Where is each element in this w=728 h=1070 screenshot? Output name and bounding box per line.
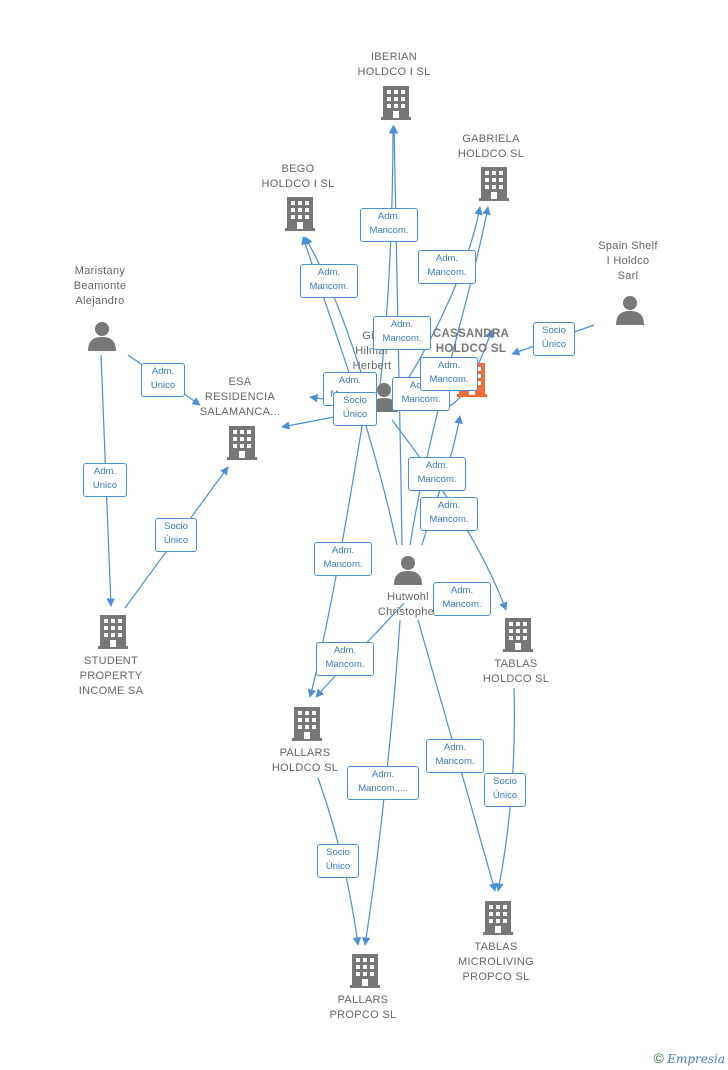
edge-label: Adm. Mancom. <box>433 582 491 616</box>
node-label: PALLARS HOLDCO SL <box>271 747 339 774</box>
edge-line <box>394 206 483 401</box>
edge-label: Socio Único <box>155 518 197 552</box>
node-hutwohl[interactable]: Hutwohl Christopher <box>338 590 478 620</box>
person-icon-maristany[interactable] <box>88 322 116 351</box>
edge-label: Adm. Mancom. <box>408 457 466 491</box>
edge-label: Adm. Mancom. <box>420 357 478 391</box>
node-bego[interactable]: BEGO HOLDCO I SL <box>228 162 368 192</box>
node-label: CASSANDRA HOLDCO SL <box>432 328 510 355</box>
node-student[interactable]: STUDENT PROPERTY INCOME SA <box>41 654 181 699</box>
building-icon-tablas-holdco[interactable] <box>503 618 533 652</box>
edge-label: Adm. Mancom. <box>420 497 478 531</box>
edge-label: Socio Único <box>484 773 526 807</box>
copyright-icon: © <box>653 1050 664 1066</box>
node-label: IBERIAN HOLDCO I SL <box>357 51 431 78</box>
node-label: TABLAS HOLDCO SL <box>482 658 550 685</box>
edge-label: Socio Único <box>533 322 575 356</box>
edge-label: Adm. Mancom.,... <box>347 766 419 800</box>
node-label: ESA RESIDENCIA SALAMANCA... <box>199 376 281 418</box>
node-label: Hutwohl Christopher <box>377 591 439 618</box>
brand-name: Empresia <box>667 1052 725 1066</box>
building-icon-student[interactable] <box>98 615 128 649</box>
edge-label: Adm. Unico <box>141 363 185 397</box>
building-icon-pallars-propco[interactable] <box>350 954 380 988</box>
node-label: GABRIELA HOLDCO SL <box>457 133 525 160</box>
edge-label: Socio Único <box>317 844 359 878</box>
node-label: STUDENT PROPERTY INCOME SA <box>78 655 144 697</box>
edge-label: Adm. Unico <box>83 463 127 497</box>
building-icon-pallars-holdco[interactable] <box>292 707 322 741</box>
node-esa[interactable]: ESA RESIDENCIA SALAMANCA... <box>170 375 310 420</box>
node-label: Maristany Beamonte Alejandro <box>73 265 127 307</box>
edge-label: Adm. Mancom. <box>426 739 484 773</box>
node-gabriela[interactable]: GABRIELA HOLDCO SL <box>421 132 561 162</box>
building-icon-gabriela[interactable] <box>479 167 509 201</box>
building-icon-bego[interactable] <box>285 197 315 231</box>
node-cassandra[interactable]: CASSANDRA HOLDCO SL <box>401 327 541 357</box>
edge-label: Adm. Mancom. <box>316 642 374 676</box>
person-icon-spain-shelf[interactable] <box>616 296 644 325</box>
node-pallars-propco[interactable]: PALLARS PROPCO SL <box>293 993 433 1023</box>
node-tablas-holdco[interactable]: TABLAS HOLDCO SL <box>446 657 586 687</box>
edge-line <box>379 125 398 386</box>
edge-label: Adm. Mancom. <box>314 542 372 576</box>
node-iberian[interactable]: IBERIAN HOLDCO I SL <box>324 50 464 80</box>
node-spain-shelf[interactable]: Spain Shelf I Holdco Sarl <box>558 239 698 284</box>
node-pallars-holdco[interactable]: PALLARS HOLDCO SL <box>235 746 375 776</box>
edge-label: Socio Único <box>333 392 377 426</box>
person-icon-hutwohl[interactable] <box>394 556 422 585</box>
node-label: TABLAS MICROLIVING PROPCO SL <box>457 941 535 983</box>
node-label: Spain Shelf I Holdco Sarl <box>598 240 658 282</box>
building-icon-iberian[interactable] <box>381 86 411 120</box>
node-tablas-micro[interactable]: TABLAS MICROLIVING PROPCO SL <box>426 940 566 985</box>
building-icon-esa[interactable] <box>227 426 257 460</box>
edge-label: Adm. Mancom. <box>300 264 358 298</box>
edge-label: Adm. Mancom. <box>373 316 431 350</box>
edge-label: Adm. Mancom. <box>360 208 418 242</box>
building-icon-tablas-micro[interactable] <box>483 901 513 935</box>
node-label: PALLARS PROPCO SL <box>329 994 397 1021</box>
node-maristany[interactable]: Maristany Beamonte Alejandro <box>30 264 170 309</box>
edge-label: Adm. Mancom. <box>418 250 476 284</box>
footer-brand[interactable]: © Empresia <box>654 1050 725 1066</box>
node-label: BEGO HOLDCO I SL <box>261 163 335 190</box>
